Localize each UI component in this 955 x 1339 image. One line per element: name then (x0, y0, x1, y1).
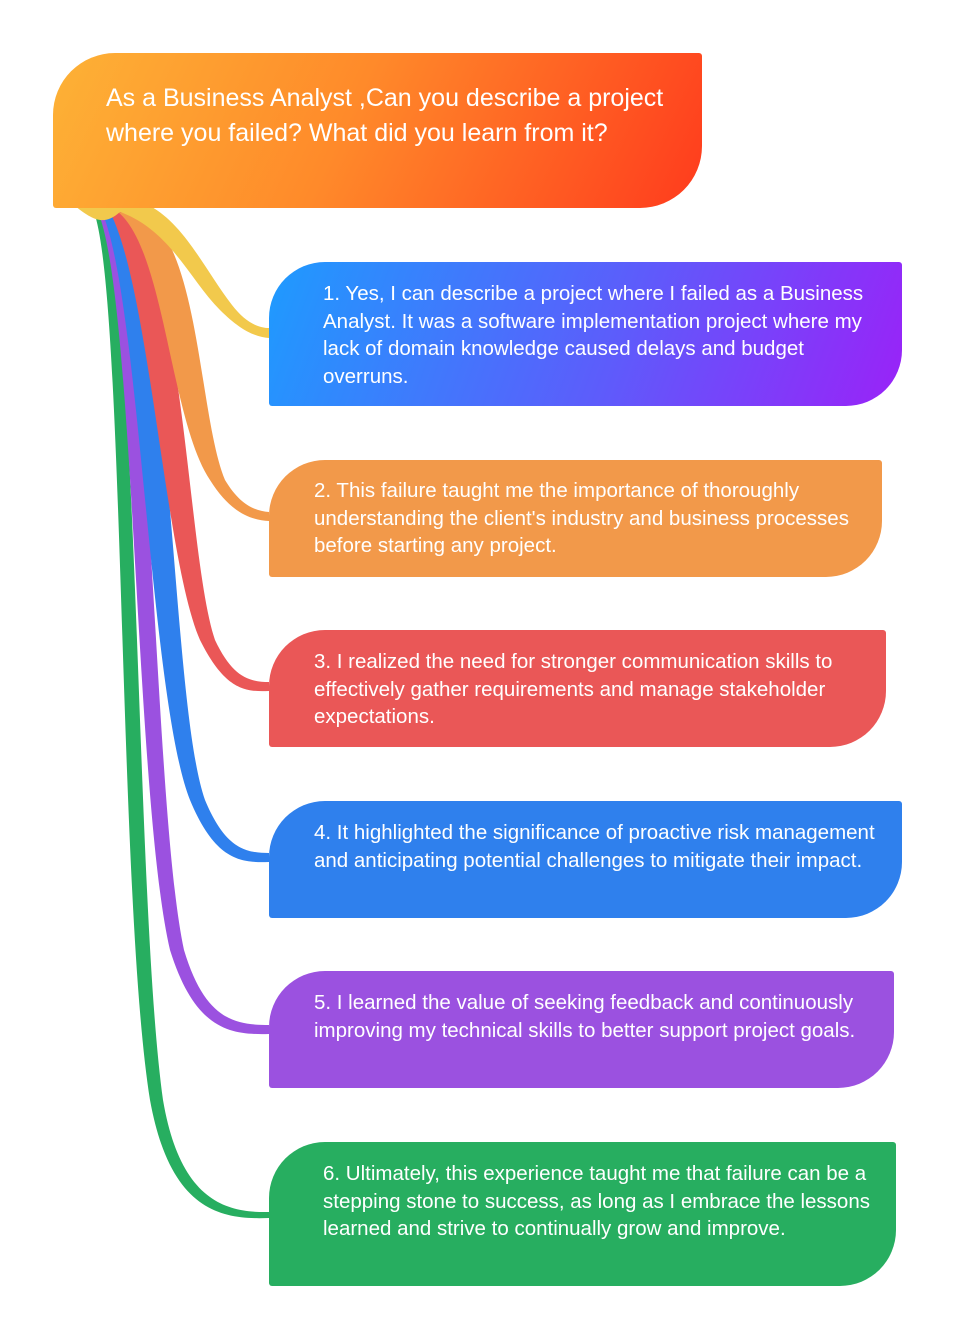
connector-branch-3 (110, 212, 269, 692)
branch-node-4[interactable]: 4. It highlighted the significance of pr… (269, 801, 902, 918)
branch-node-2-text: 2. This failure taught me the importance… (314, 479, 849, 557)
connector-branch-4 (102, 212, 269, 863)
branch-node-3[interactable]: 3. I realized the need for stronger comm… (269, 630, 886, 747)
branch-node-3-text: 3. I realized the need for stronger comm… (314, 650, 833, 728)
connector-branch-2 (118, 212, 269, 521)
branch-node-2[interactable]: 2. This failure taught me the importance… (269, 460, 882, 577)
branch-node-4-text: 4. It highlighted the significance of pr… (314, 821, 875, 872)
connector-branch-1 (75, 206, 269, 338)
branch-node-5-text: 5. I learned the value of seeking feedba… (314, 991, 856, 1042)
branch-node-6[interactable]: 6. Ultimately, this experience taught me… (269, 1142, 896, 1286)
branch-node-6-text: 6. Ultimately, this experience taught me… (323, 1162, 870, 1240)
branch-node-1-text: 1. Yes, I can describe a project where I… (323, 282, 864, 388)
branch-node-1[interactable]: 1. Yes, I can describe a project where I… (269, 262, 902, 406)
root-topic[interactable]: As a Business Analyst ,Can you describe … (53, 53, 702, 208)
root-topic-text: As a Business Analyst ,Can you describe … (106, 84, 664, 147)
branch-node-5[interactable]: 5. I learned the value of seeking feedba… (269, 971, 894, 1088)
connector-branch-6 (94, 212, 269, 1219)
